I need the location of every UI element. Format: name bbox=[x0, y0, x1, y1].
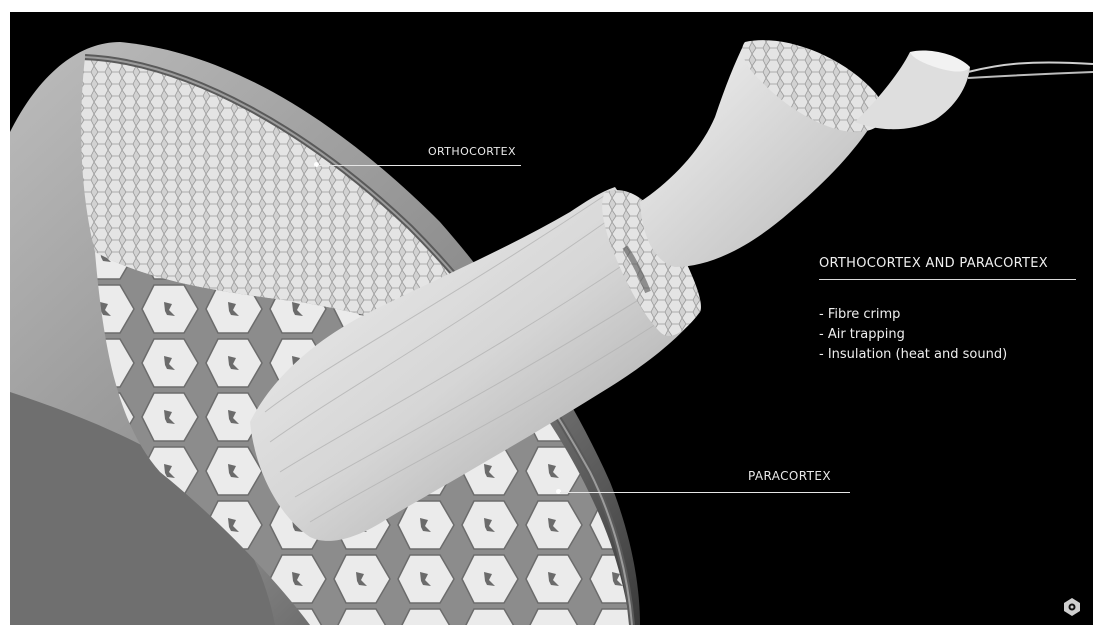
info-list: - Fibre crimp - Air trapping - Insulatio… bbox=[819, 305, 1007, 365]
paracortex-label: PARACORTEX bbox=[748, 469, 831, 483]
info-title-underline bbox=[819, 279, 1076, 280]
info-title: ORTHOCORTEX AND PARACORTEX bbox=[819, 256, 1048, 271]
orthocortex-pointer-line bbox=[318, 165, 521, 166]
info-list-item: - Insulation (heat and sound) bbox=[819, 345, 1007, 365]
paracortex-pointer-line bbox=[560, 492, 850, 493]
orthocortex-label: ORTHOCORTEX bbox=[428, 145, 516, 158]
info-list-item: - Fibre crimp bbox=[819, 305, 1007, 325]
info-list-item: - Air trapping bbox=[819, 325, 1007, 345]
brand-logo-icon bbox=[1063, 597, 1081, 617]
